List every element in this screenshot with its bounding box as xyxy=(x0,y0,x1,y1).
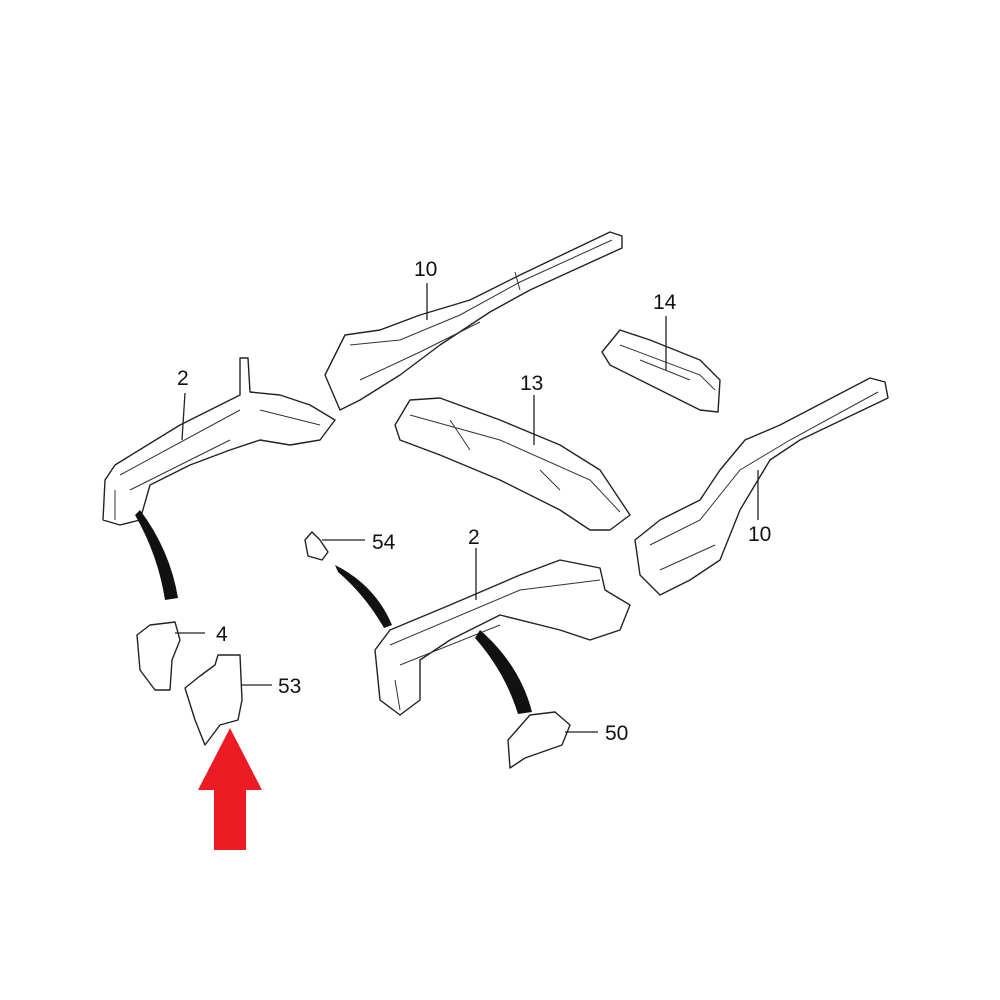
label-14: 14 xyxy=(653,291,677,314)
part-4 xyxy=(136,621,181,691)
label-2-center: 2 xyxy=(468,526,480,549)
label-13: 13 xyxy=(520,372,544,395)
part-54 xyxy=(304,531,329,561)
label-53: 53 xyxy=(278,675,302,698)
part-50 xyxy=(507,711,571,769)
part-14 xyxy=(601,329,721,413)
member-13 xyxy=(394,397,631,531)
callout-swoosh xyxy=(335,565,392,628)
callout-swoosh xyxy=(475,630,532,714)
label-10-right: 10 xyxy=(748,523,772,546)
leader-lines xyxy=(175,283,759,733)
label-4: 4 xyxy=(216,623,228,646)
rail-2-center xyxy=(374,559,631,716)
label-54: 54 xyxy=(372,531,396,554)
label-10-top: 10 xyxy=(414,258,438,281)
rail-10-top xyxy=(324,231,623,411)
rail-2-left xyxy=(102,357,336,526)
rail-10-right xyxy=(634,377,889,596)
callout-swoosh xyxy=(135,510,178,600)
label-50: 50 xyxy=(605,722,629,745)
part-53 xyxy=(184,654,243,746)
label-2-left: 2 xyxy=(177,367,189,390)
highlight-arrow xyxy=(198,728,262,850)
